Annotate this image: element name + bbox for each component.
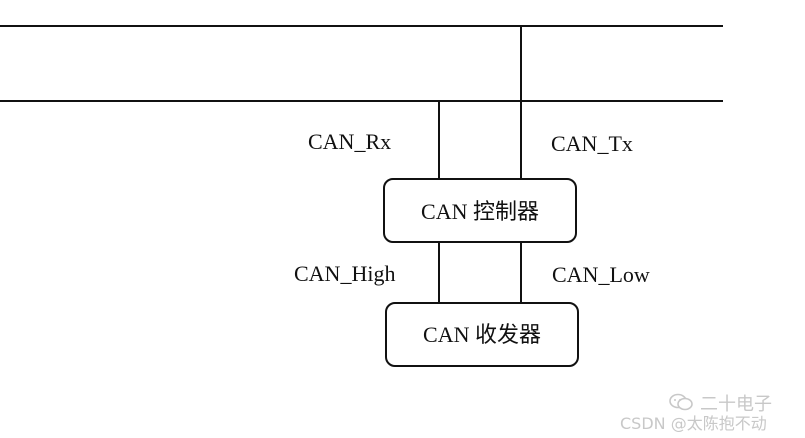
can-tx-label: CAN_Tx: [551, 131, 633, 156]
watermark-account: 二十电子: [700, 394, 772, 415]
watermark-csdn: CSDN @太陈抱不动: [620, 414, 767, 433]
can-controller-label: CAN 控制器: [421, 199, 539, 224]
can-transceiver-label: CAN 收发器: [423, 322, 541, 347]
can-high-label: CAN_High: [294, 261, 395, 286]
wechat-icon: [669, 393, 693, 411]
can-rx-label: CAN_Rx: [308, 129, 391, 154]
can-controller-box: [383, 178, 577, 243]
can-low-label: CAN_Low: [552, 262, 650, 287]
can-transceiver-box: [385, 302, 579, 367]
